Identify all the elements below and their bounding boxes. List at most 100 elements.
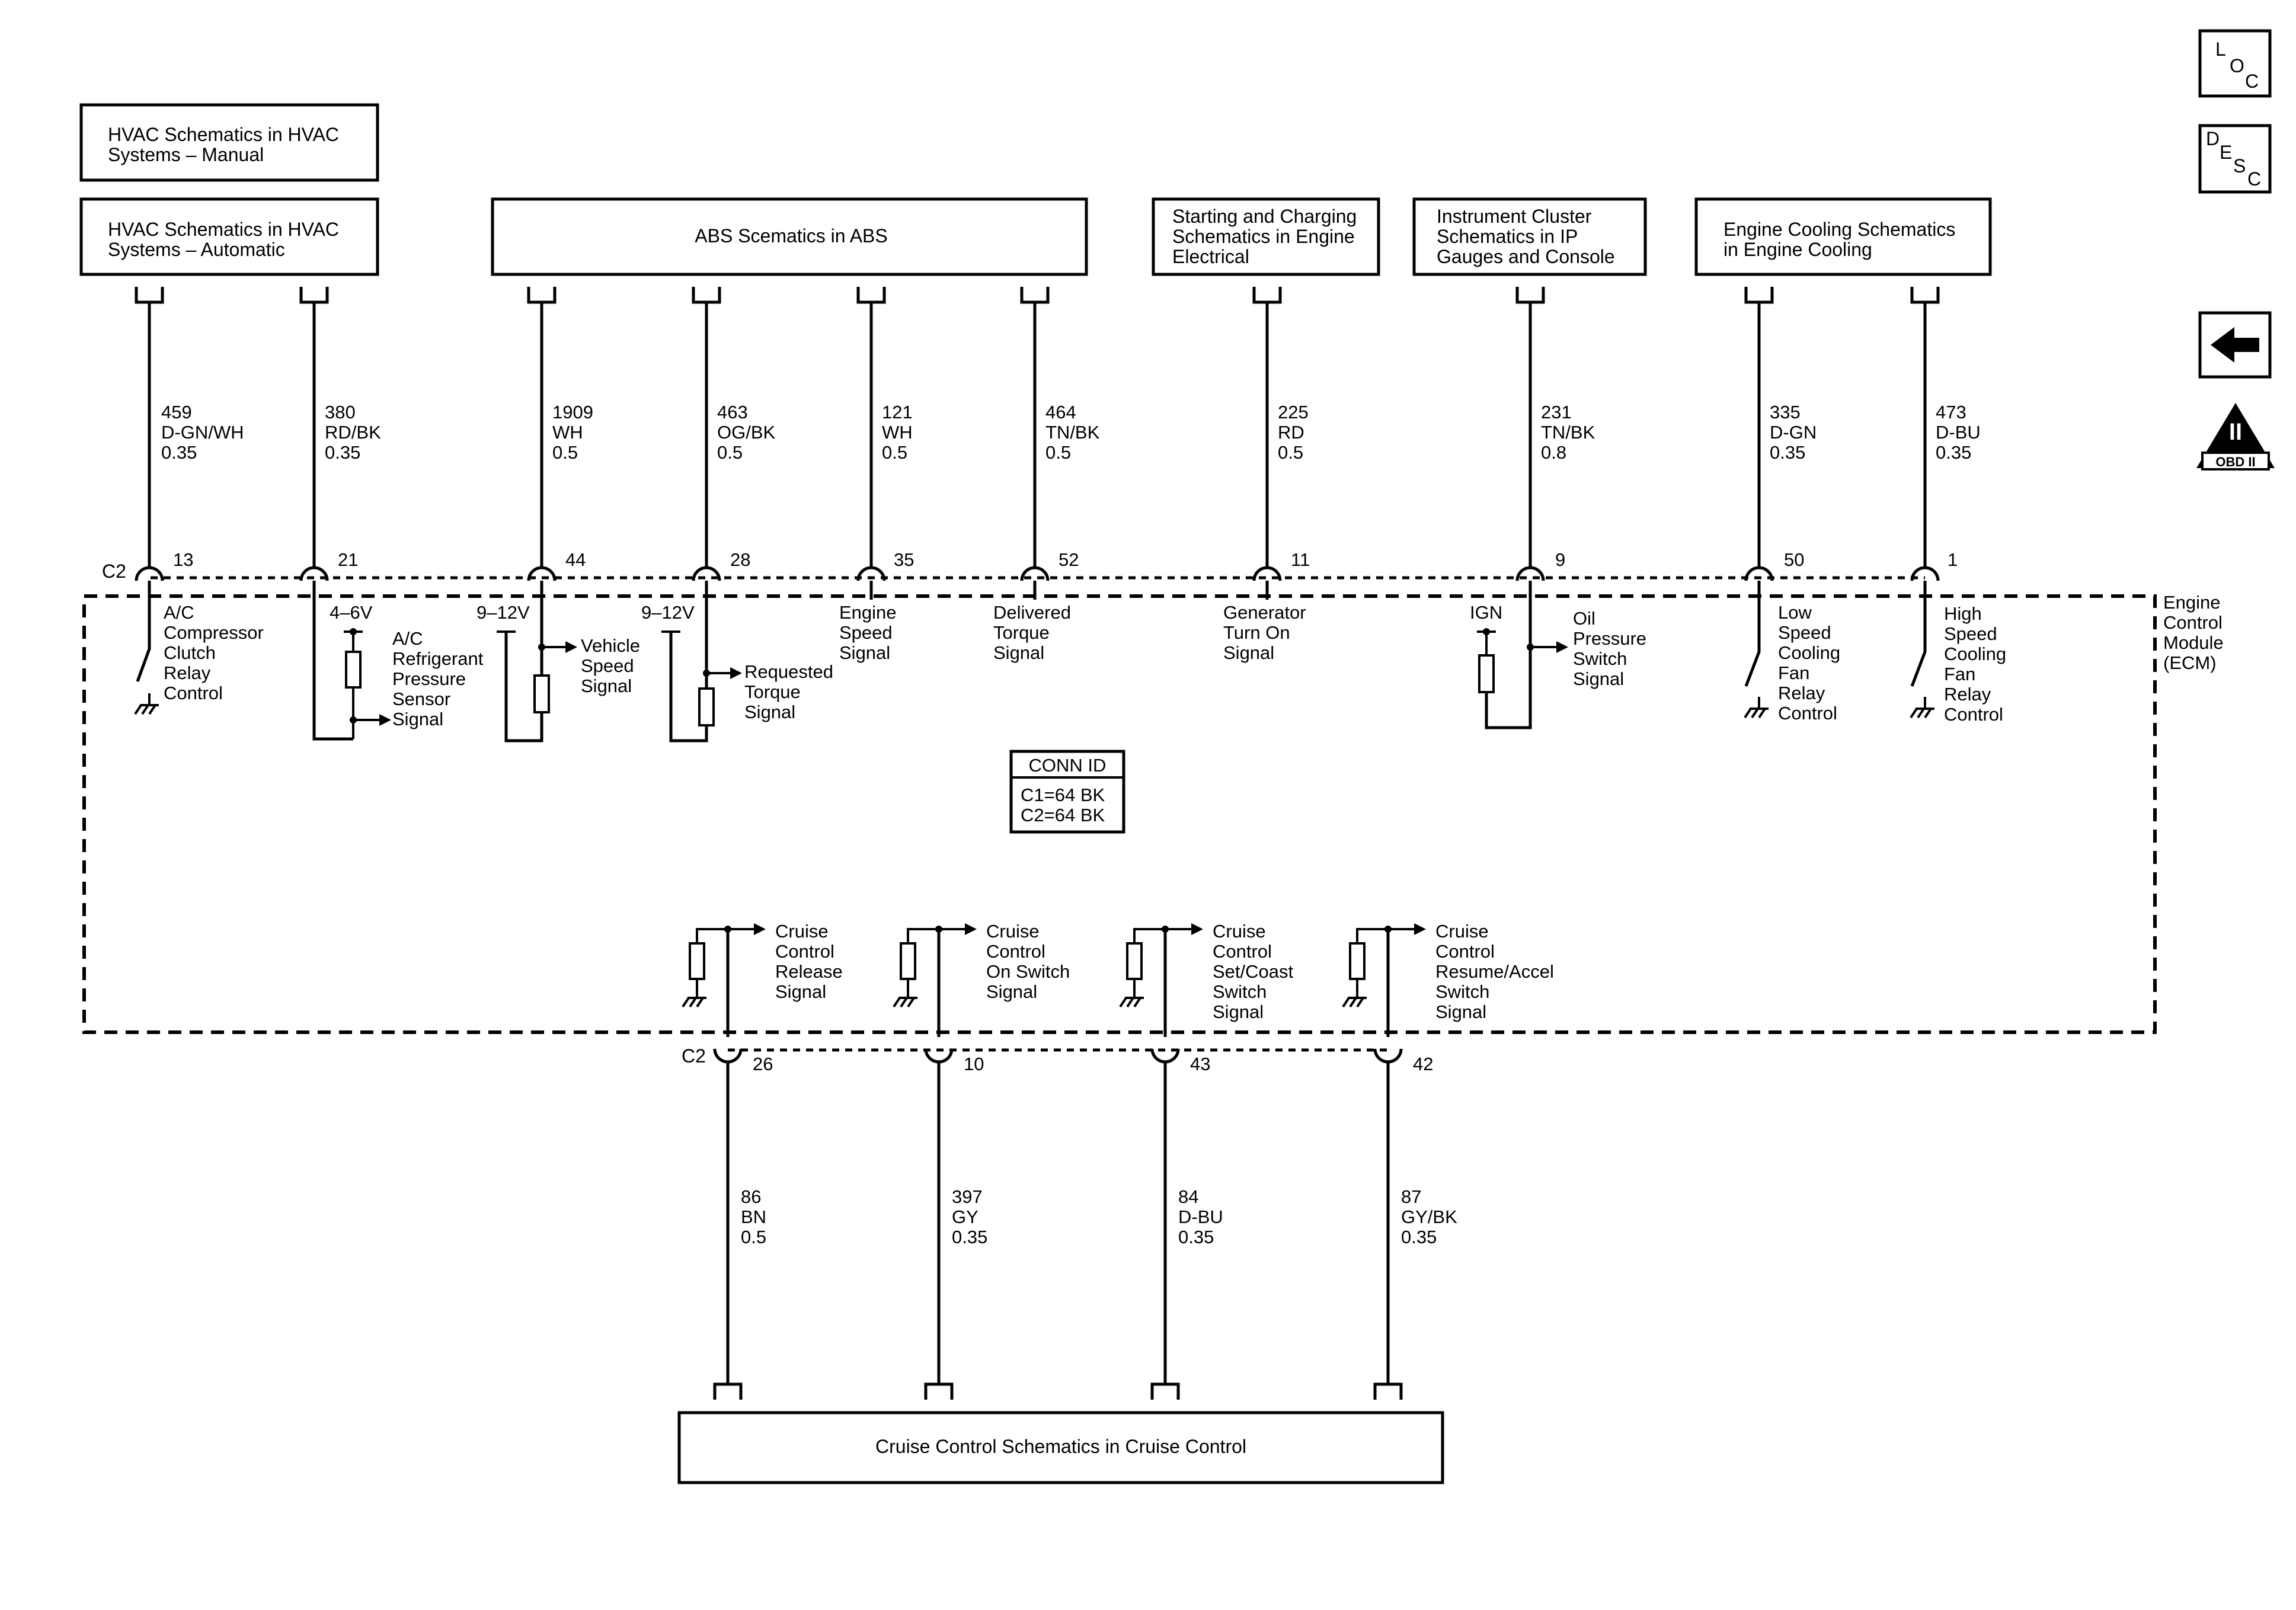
function-line-2: Torque xyxy=(744,681,801,702)
function-line-1: High xyxy=(1944,603,1982,624)
function-line-1: A/C xyxy=(392,628,423,649)
cruise-control-schematics-box[interactable]: Cruise Control Schematics in Cruise Cont… xyxy=(677,1411,1444,1484)
function-line-1: Cruise xyxy=(775,921,829,942)
circuit-number: 1909 xyxy=(552,402,593,422)
ecm-label-line-3: Module xyxy=(2163,632,2224,653)
function-line-2: Speed xyxy=(1944,623,1997,644)
instrument-cluster-line-1: Instrument Cluster xyxy=(1437,206,1592,227)
function-line-2: Refrigerant xyxy=(392,648,484,669)
starting-charging-line-1: Starting and Charging xyxy=(1172,206,1357,227)
wire-size: 0.35 xyxy=(325,442,360,463)
function-line-3: Resume/Accel xyxy=(1435,961,1554,982)
wire-11-generator-turn-on: 225 RD 0.5 11 Generator Turn On Signal xyxy=(1223,287,1310,663)
function-line-4: Switch xyxy=(1435,981,1489,1002)
wire-21-ac-refrigerant-pressure: 380 RD/BK 0.35 21 4–6V A/C Refrigerant P… xyxy=(299,287,484,741)
function-line-3: Cooling xyxy=(1944,644,2006,664)
reference-voltage: IGN xyxy=(1470,602,1502,623)
circuit-number: 473 xyxy=(1936,402,1966,422)
function-line-5: Signal xyxy=(1435,1001,1486,1022)
circuit-number: 397 xyxy=(952,1186,983,1207)
wire-color: TN/BK xyxy=(1045,422,1100,443)
wire-color: OG/BK xyxy=(717,422,776,443)
ecm-boundary xyxy=(82,594,2157,1034)
starting-charging-line-2: Schematics in Engine xyxy=(1172,226,1355,247)
hvac-automatic-line-1: HVAC Schematics in HVAC xyxy=(108,219,339,240)
wire-size: 0.5 xyxy=(717,442,743,463)
pin-number: 9 xyxy=(1555,549,1565,570)
instrument-cluster-box[interactable]: Instrument Cluster Schematics in IP Gaug… xyxy=(1412,197,1647,276)
wire-size: 0.35 xyxy=(952,1227,987,1247)
loc-icon[interactable]: L O C xyxy=(2198,29,2272,98)
wire-color: BN xyxy=(741,1206,766,1227)
function-line-2: Compressor xyxy=(164,622,264,643)
function-line-4: Fan xyxy=(1944,664,1975,684)
loc-letter-l: L xyxy=(2215,39,2226,60)
conn-id-c1: C1=64 BK xyxy=(1021,785,1105,805)
wire-color: D-GN/WH xyxy=(161,422,244,443)
function-line-2: Control xyxy=(1435,941,1495,962)
function-line-4: Sensor xyxy=(392,689,450,709)
circuit-number: 84 xyxy=(1178,1186,1198,1207)
circuit-number: 121 xyxy=(882,402,913,422)
function-line-5: Signal xyxy=(1213,1001,1264,1022)
conn-id-c2: C2=64 BK xyxy=(1021,805,1105,825)
pin-number: 11 xyxy=(1291,549,1310,570)
function-line-2: Speed xyxy=(1778,622,1831,643)
wire-43-cruise-set-coast: 84 D-BU 0.35 43 Cruise Control Set/Coast… xyxy=(1119,921,1294,1400)
hvac-manual-line-2: Systems – Manual xyxy=(108,144,264,165)
desc-icon[interactable]: D E S C xyxy=(2198,124,2272,194)
wire-50-low-speed-fan-relay: 335 D-GN 0.35 50 Low Speed Cooling Fan R… xyxy=(1744,287,1840,724)
function-line-1: Delivered xyxy=(993,602,1071,623)
function-line-1: Low xyxy=(1778,602,1812,623)
hvac-automatic-box[interactable]: HVAC Schematics in HVAC Systems – Automa… xyxy=(79,197,379,276)
function-line-2: Pressure xyxy=(1573,628,1646,649)
wire-size: 0.5 xyxy=(1045,442,1071,463)
wire-13-ac-compressor-clutch: 459 D-GN/WH 0.35 13 A/C Compressor Clutc… xyxy=(134,287,264,715)
pin-number: 35 xyxy=(894,549,914,570)
circuit-number: 380 xyxy=(325,402,356,422)
function-line-1: Cruise xyxy=(1435,921,1489,942)
function-line-1: Generator xyxy=(1223,602,1306,623)
wire-color: TN/BK xyxy=(1541,422,1595,443)
back-arrow-icon[interactable] xyxy=(2198,311,2272,379)
function-line-1: Cruise xyxy=(1213,921,1266,942)
engine-cooling-box[interactable]: Engine Cooling Schematics in Engine Cool… xyxy=(1694,197,1992,276)
abs-schematics-box[interactable]: ABS Scematics in ABS xyxy=(491,197,1088,276)
wire-color: RD/BK xyxy=(325,422,381,443)
function-line-2: Control xyxy=(1213,941,1272,962)
reference-voltage: 9–12V xyxy=(641,602,695,623)
starting-charging-box[interactable]: Starting and Charging Schematics in Engi… xyxy=(1152,197,1380,276)
hvac-manual-box[interactable]: HVAC Schematics in HVAC Systems – Manual xyxy=(79,103,379,182)
pin-number: 28 xyxy=(730,549,750,570)
function-line-3: Cooling xyxy=(1778,642,1840,663)
ecm-label-line-2: Control xyxy=(2163,612,2223,633)
ecm-label-line-1: Engine xyxy=(2163,592,2221,613)
function-line-6: Control xyxy=(1944,704,2003,725)
loc-letter-o: O xyxy=(2230,55,2244,76)
obd-ii-numeral: II xyxy=(2229,419,2242,445)
conn-id-box: CONN ID C1=64 BK C2=64 BK xyxy=(1009,750,1125,834)
pin-number: 10 xyxy=(964,1054,984,1074)
function-line-2: Torque xyxy=(993,622,1050,643)
circuit-number: 463 xyxy=(717,402,748,422)
wire-9-oil-pressure-switch: 231 TN/BK 0.8 9 IGN Oil Pressure Switch … xyxy=(1470,287,1646,729)
conn-id-title: CONN ID xyxy=(1029,755,1107,776)
wire-size: 0.35 xyxy=(161,442,197,463)
circuit-number: 225 xyxy=(1278,402,1309,422)
function-line-5: Control xyxy=(164,683,223,703)
obd-ii-icon[interactable]: II OBD II xyxy=(2196,403,2275,470)
function-line-4: Fan xyxy=(1778,662,1809,683)
pin-number: 26 xyxy=(753,1054,773,1074)
wire-28-requested-torque: 463 OG/BK 0.5 28 9–12V Requested Torque … xyxy=(641,287,833,742)
instrument-cluster-line-2: Schematics in IP xyxy=(1437,226,1578,247)
function-line-2: Control xyxy=(775,941,834,962)
function-line-2: Speed xyxy=(839,622,893,643)
function-line-3: Signal xyxy=(993,642,1044,663)
function-line-5: Relay xyxy=(1778,683,1825,703)
wire-44-vehicle-speed: 1909 WH 0.5 44 9–12V Vehicle Speed Signa… xyxy=(477,287,640,742)
connector-c2-bottom: C2 xyxy=(682,1045,706,1067)
pin-number: 1 xyxy=(1948,549,1958,570)
function-line-3: Signal xyxy=(581,676,632,696)
ecm-label: Engine Control Module (ECM) xyxy=(2163,592,2224,673)
